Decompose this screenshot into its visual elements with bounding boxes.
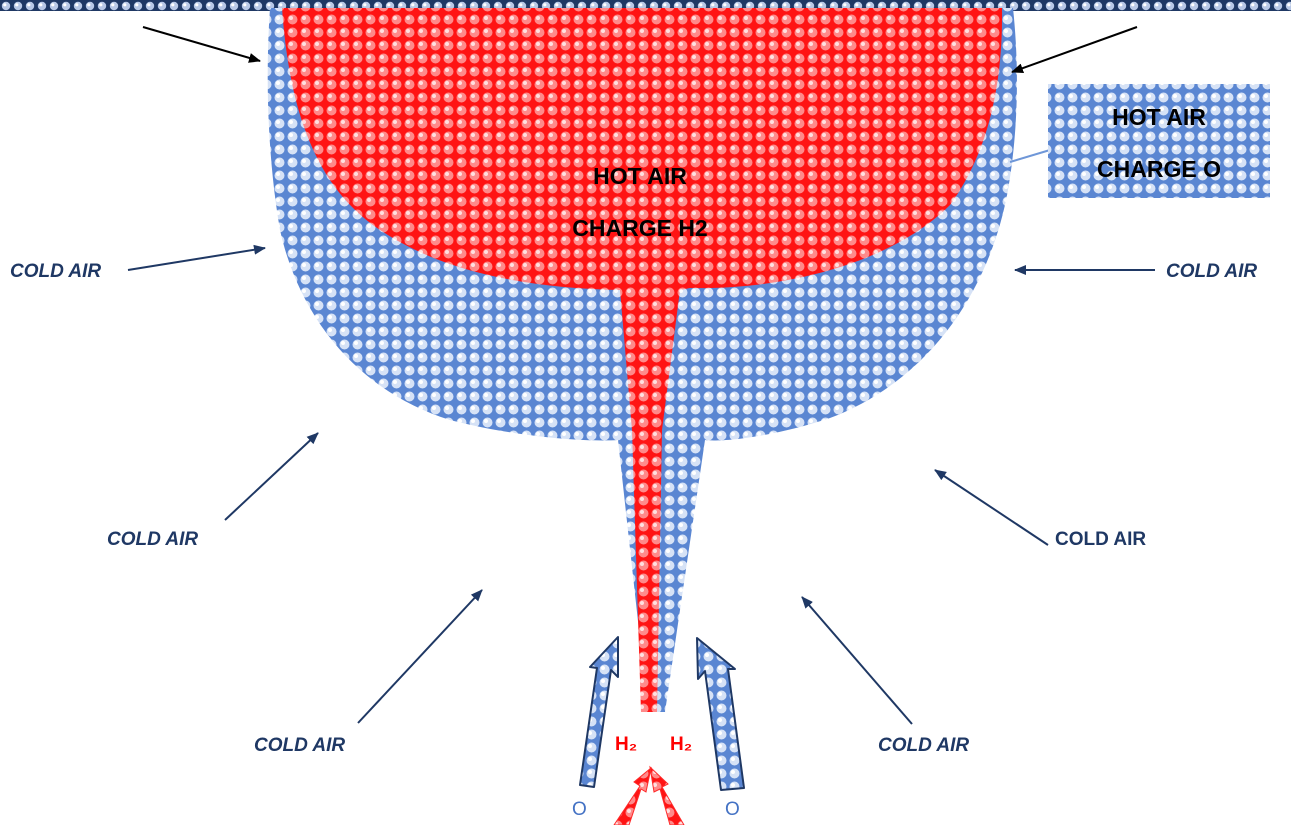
cold-air-label-left-mid: COLD AIR [10,261,101,282]
cold-air-arrow-right-bottom [801,596,913,725]
pointer-arrow-right [1011,26,1138,73]
charge-h2-core [282,8,1003,712]
h2-label-left: H₂ [615,734,637,755]
h2-inflow-arrow-right [649,765,685,825]
cold-air-arrow-right-low [934,469,1049,546]
cold-air-label-right-mid: COLD AIR [1166,261,1257,282]
cold-air-arrow-left-low [224,432,319,521]
o-inflow-arrow-left [579,636,619,788]
cold-air-arrow-left-bottom [357,589,483,724]
cold-air-arrow-left-mid [127,244,266,271]
hot-air-o-label-line1: HOT AIR [1112,104,1206,130]
hot-air-o-label-line2: CHARGE O [1097,156,1221,182]
charge-o-leader [1009,149,1051,163]
hot-air-h2-label-line1: HOT AIR [593,163,687,189]
cold-air-label-left-bottom: COLD AIR [254,735,345,756]
cold-air-label-left-low: COLD AIR [107,529,198,550]
o-label-left: O [572,799,587,820]
h2-label-right: H₂ [670,734,692,755]
hot-air-h2-label-line2: CHARGE H2 [572,215,707,241]
cold-air-label-right-bottom: COLD AIR [878,735,969,756]
o-inflow-arrow-right [696,637,745,791]
pointer-arrow-left [142,26,261,63]
cold-air-label-right-low: COLD AIR [1055,529,1146,550]
hot-air-charge-o-box [1048,84,1270,198]
ceiling-band [0,0,1291,11]
h2-inflow-arrow-left [613,766,652,825]
o-label-right: O [725,799,740,820]
